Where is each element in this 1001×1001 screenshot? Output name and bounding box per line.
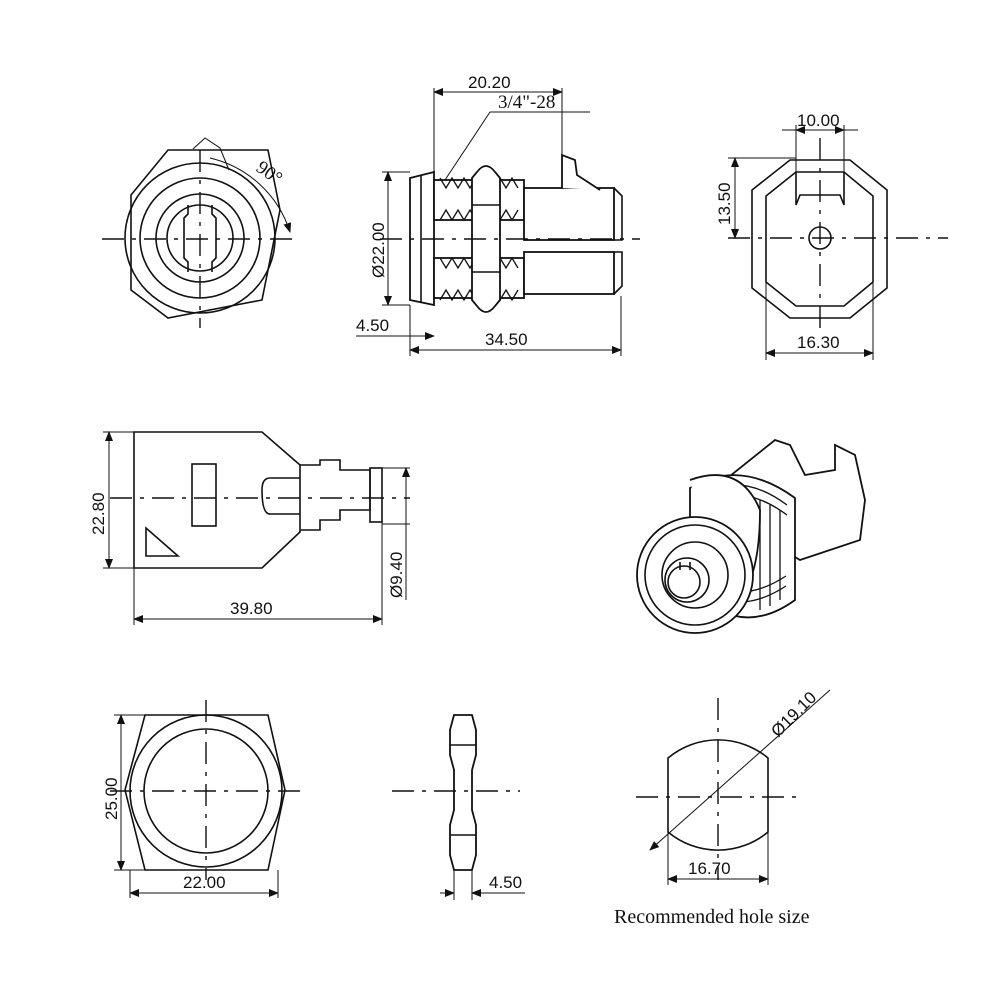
angle-label: 90°: [252, 157, 286, 189]
thread-spec-label: 3/4"-28: [498, 92, 555, 113]
side-view: 20.20 3/4"-28 Ø22.00 4.50 34.50: [356, 73, 640, 356]
cam-width-label: 10.00: [797, 111, 840, 130]
nut-thickness-label: 4.50: [489, 873, 522, 892]
key-diameter-label: Ø9.40: [387, 552, 406, 598]
key-length-label: 39.80: [230, 599, 273, 618]
flange-thickness-label: 4.50: [356, 316, 389, 335]
thread-length-label: 20.20: [468, 73, 511, 92]
rear-width-label: 16.30: [797, 333, 840, 352]
nut-height-label: 25.00: [102, 777, 121, 820]
key-height-label: 22.80: [89, 492, 108, 535]
key-view: 22.80 Ø9.40 39.80: [89, 431, 410, 625]
hole-flat-label: 16.70: [688, 859, 731, 878]
cam-offset-label: 13.50: [715, 182, 734, 225]
nut-side-view: 4.50: [392, 714, 525, 900]
front-view: 90°: [102, 137, 300, 328]
nut-width-label: 22.00: [183, 873, 226, 892]
perspective-view: [636, 438, 866, 634]
nut-front-view: 25.00 22.00: [102, 700, 300, 898]
body-diameter-label: Ø22.00: [369, 222, 388, 278]
hole-view: Ø19.10 16.70 Recommended hole size: [614, 688, 831, 928]
hole-diameter-label: Ø19.10: [767, 688, 820, 741]
total-length-label: 34.50: [485, 330, 528, 349]
rear-view: 10.00 13.50 16.30: [715, 111, 948, 360]
caption: Recommended hole size: [614, 906, 810, 928]
